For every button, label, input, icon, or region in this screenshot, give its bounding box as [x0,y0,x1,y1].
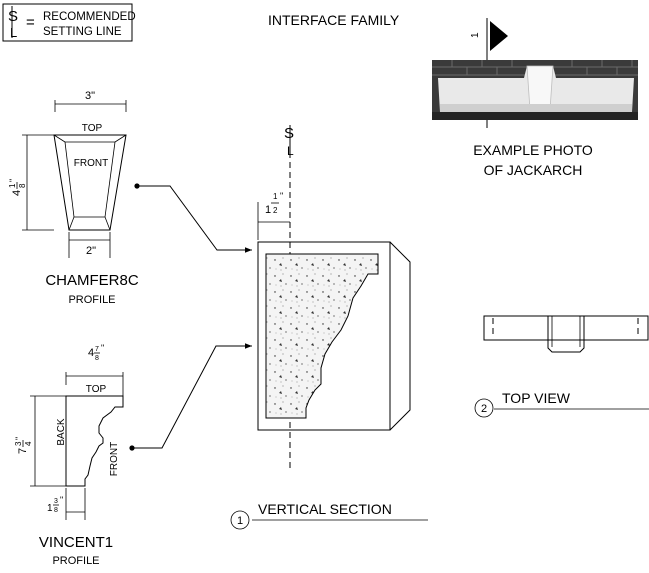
svg-text:3: 3 [14,441,23,446]
top-view-number: 2 [481,403,487,415]
svg-text:4: 4 [88,347,94,359]
vincent-base-dimension: 1 3 8 " [47,495,63,514]
svg-text:7: 7 [17,448,29,454]
jackarch-photo [432,60,638,120]
top-view-number-bubble [474,398,494,418]
section-title: VERTICAL SECTION [258,501,392,517]
svg-text:3: 3 [54,498,58,505]
vincent-profile-group: 4 7 8 " 7 3 4 " TOP BACK FRONT 1 3 [14,343,252,567]
section-number-bubble [230,510,250,530]
vincent-label-top: TOP [86,384,107,395]
legend-box: S L = RECOMMENDED SETTING LINE [2,3,136,42]
svg-text:4: 4 [11,190,23,196]
setting-line-s: S [284,125,294,142]
svg-text:1: 1 [273,192,278,201]
vincent-name: VINCENT1 [39,534,113,551]
photo-marker-number: 1 [470,32,481,38]
chamfer-subtitle: PROFILE [68,294,115,306]
section-flag-icon [490,21,508,51]
legend-equals: = [26,14,35,31]
vincent-subtitle: PROFILE [52,555,99,567]
chamfer-width-bottom: 2" [86,245,96,257]
chamfer-label-top: TOP [82,123,103,134]
vincent-label-back: BACK [56,418,67,446]
chamfer-width-top: 3" [85,90,95,102]
photo-caption-line-2: OF JACKARCH [484,162,583,178]
top-view-title: TOP VIEW [502,390,571,406]
svg-text:": " [14,437,24,440]
section-number: 1 [237,515,243,527]
svg-text:1: 1 [265,204,271,216]
page-title: INTERFACE FAMILY [268,12,400,28]
svg-text:": " [60,495,63,505]
svg-text:8: 8 [95,355,99,362]
svg-text:8: 8 [18,183,27,188]
photo-caption-line-1: EXAMPLE PHOTO [473,142,593,158]
svg-text:8: 8 [54,507,58,514]
svg-text:2: 2 [273,206,278,215]
vincent-label-front: FRONT [109,442,120,476]
svg-text:4: 4 [24,441,33,446]
svg-text:1: 1 [8,183,17,188]
legend-line-2: SETTING LINE [43,26,122,38]
chamfer-label-front: FRONT [74,158,108,169]
chamfer-profile-group: 3" 4 1 8 " TOP FRONT 2" CHAMFER8C PROFIL… [8,90,252,306]
vertical-section-group: S L 1 1 2 " 1 VERTICAL [230,125,428,530]
legend-symbol-l: L [10,25,17,40]
svg-text:": " [8,179,18,182]
example-photo-group: 1 EXAMPLE PHOTO OF JACKARCH [432,18,638,178]
legend-line-1: RECOMMENDED [43,11,136,23]
section-offset-dimension: 1 1 2 " [265,191,283,216]
chamfer-name: CHAMFER8C [45,272,139,289]
svg-text:7: 7 [95,346,99,353]
svg-text:": " [280,191,283,201]
svg-text:1: 1 [47,503,53,514]
vincent-height-dimension: 7 3 4 " [14,437,33,454]
vincent-width-dimension: 4 7 8 " [88,343,104,362]
vertical-section-profile [265,253,379,419]
legend-symbol-s: S [8,8,18,25]
svg-text:": " [101,343,104,353]
top-view-group: 2 TOP VIEW [474,315,649,418]
chamfer-height-dimension: 4 1 8 " [8,179,27,196]
